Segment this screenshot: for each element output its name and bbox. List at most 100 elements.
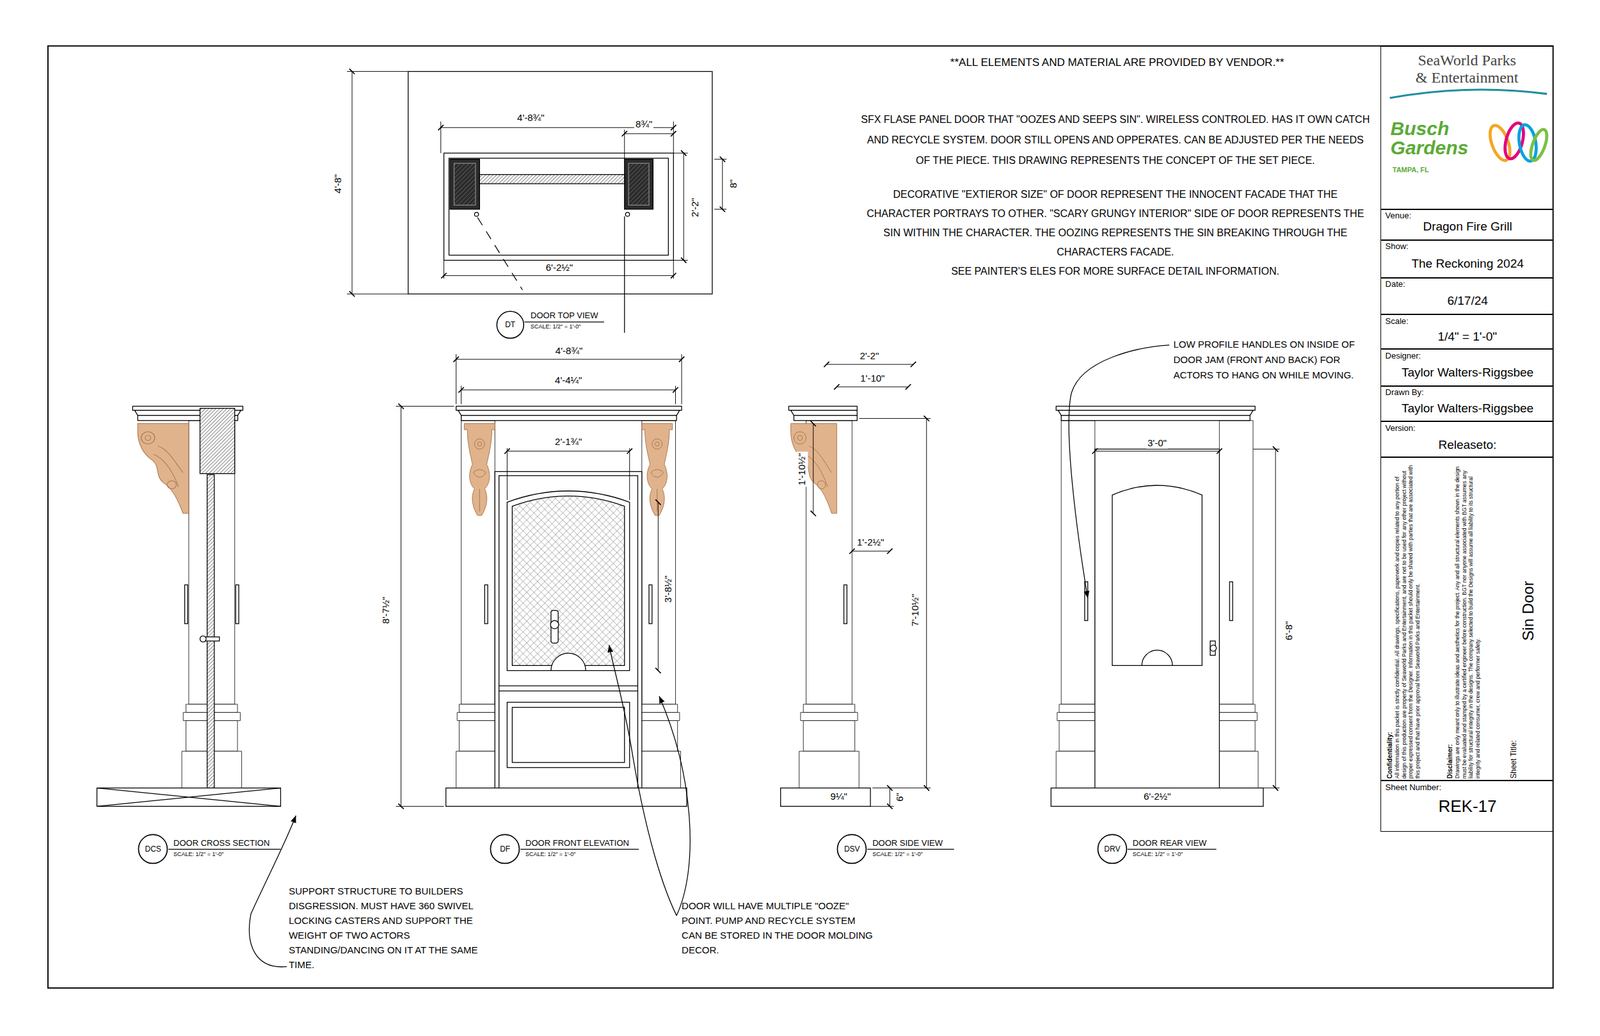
dimension-text: 4'-8¾"	[554, 344, 584, 357]
show-cell: Show:The Reckoning 2024	[1380, 240, 1553, 278]
dimension-text: 1'-2½"	[855, 536, 886, 548]
view-title: DOOR SIDE VIEW	[872, 837, 943, 848]
dimension-line	[624, 133, 674, 134]
door-side-view	[780, 787, 871, 807]
door-rear-view	[1210, 644, 1217, 651]
door-top-view	[449, 158, 669, 255]
dimension-text: 4'-4¼"	[553, 374, 584, 386]
field-label: Venue:	[1385, 210, 1412, 221]
door-side-view	[791, 423, 838, 514]
view-scale: SCALE: 1/2" = 1'-0"	[530, 323, 581, 331]
field-value: The Reckoning 2024	[1411, 256, 1524, 271]
dimension-line	[826, 364, 914, 365]
view-scale: SCALE: 1/2" = 1'-0"	[872, 850, 923, 858]
dimension-text: 1'-10"	[858, 372, 886, 384]
view-title: DOOR CROSS SECTION	[173, 837, 270, 848]
dimension-line	[836, 386, 909, 388]
view-circle-outline	[138, 834, 168, 864]
version-cell: Version:Releaseto:	[1380, 421, 1553, 457]
door-top-view	[624, 216, 625, 333]
field-value: 1/4" = 1'-0"	[1437, 328, 1497, 344]
door-front-elevation	[499, 475, 639, 788]
door-front-elevation	[512, 496, 624, 666]
view-tag: DT	[504, 320, 516, 329]
dimension-text: 8¾"	[634, 118, 654, 130]
dimension-line	[624, 129, 625, 159]
door-cross-section	[96, 405, 281, 806]
dimension-line	[346, 71, 1280, 807]
view-tag: DCS	[144, 844, 161, 854]
logo-text: Busch Gardens	[1390, 119, 1485, 158]
door-front-elevation	[506, 490, 630, 671]
dimension-line	[400, 405, 402, 806]
callout-note: SUPPORT STRUCTURE TO BUILDERS DISGRESSIO…	[288, 883, 485, 972]
field-value: Dragon Fire Grill	[1422, 218, 1512, 234]
door-cross-section	[184, 584, 189, 624]
view-circle: DT	[496, 310, 525, 340]
door-front-elevation	[446, 405, 687, 806]
door-cross-section	[200, 408, 235, 474]
field-label: Sheet Title:	[1509, 716, 1519, 779]
field-label: Scale:	[1385, 316, 1409, 327]
sheet-frame	[48, 46, 1554, 988]
dimension-line	[673, 152, 688, 260]
dimension-line	[346, 71, 409, 295]
dimension-text: 4'-8"	[332, 172, 344, 195]
general-note: **ALL ELEMENTS AND MATERIAL ARE PROVIDED…	[950, 56, 1285, 70]
door-front-elevation	[456, 405, 682, 410]
dimension-line	[1253, 448, 1280, 788]
dimension-text: 6'-8"	[1283, 619, 1295, 642]
dimension-line	[812, 423, 814, 514]
dimension-line	[721, 159, 723, 210]
door-top-view	[479, 174, 624, 184]
door-cross-section	[137, 423, 189, 514]
door-top-view	[625, 212, 630, 217]
view-title-underline	[168, 321, 1216, 849]
field-label: Version:	[1385, 423, 1416, 434]
sheet-frame	[48, 46, 1554, 988]
logo-mark	[1390, 89, 1551, 163]
field-label: Show:	[1385, 241, 1409, 252]
door-rear-view	[1056, 405, 1256, 410]
dimension-line	[461, 389, 676, 390]
field-value: Taylor Walters-Riggsbee	[1401, 364, 1534, 380]
callout-note: LOW PROFILE HANDLES ON INSIDE OF DOOR JA…	[1173, 336, 1376, 383]
general-note: DECORATIVE "EXTIEROR SIZE" OF DOOR REPRE…	[860, 184, 1371, 262]
rotated-text-column: Confidentiality:All information in this …	[1386, 462, 1421, 779]
general-note: SFX FLASE PANEL DOOR THAT "OOZES AND SEE…	[860, 109, 1371, 171]
dimension-text: 2'-2"	[689, 196, 701, 219]
rotated-text-column: Sheet Title:	[1509, 716, 1519, 779]
view-scale: SCALE: 1/2" = 1'-0"	[173, 850, 224, 858]
door-rear-view	[1050, 405, 1264, 806]
dimension-line	[461, 385, 676, 405]
dimension-line	[1274, 448, 1276, 788]
dimension-text: 3'-8½"	[663, 574, 675, 604]
door-front-elevation	[446, 787, 687, 807]
view-circle-outline	[496, 311, 524, 338]
field-value: REK-17	[1438, 796, 1497, 816]
view-circle: DF	[489, 833, 521, 864]
sheet-title: Sin Door	[1519, 581, 1538, 641]
date-cell: Date:6/17/24	[1380, 277, 1553, 315]
field-label: Designer:	[1385, 350, 1422, 361]
door-top-view	[474, 212, 479, 217]
view-scale: SCALE: 1/2" = 1'-0"	[525, 850, 576, 858]
door-front-elevation	[458, 410, 680, 416]
rotated-text-column: Disclaimer:Drawings are only meant only …	[1446, 462, 1481, 779]
view-circle-outline	[1097, 834, 1127, 864]
dimension-text: 8"	[727, 177, 740, 190]
door-side-view	[844, 584, 848, 624]
door-rear-view	[1057, 410, 1254, 416]
notice-text: All information in this packet is strict…	[1393, 462, 1421, 779]
door-rear-view	[1112, 485, 1202, 665]
door-cross-section	[235, 584, 239, 624]
door-rear-view	[1061, 415, 1250, 421]
door-rear-view	[1095, 448, 1220, 788]
door-front-elevation	[641, 423, 673, 516]
field-label: Sheet Number:	[1385, 782, 1442, 793]
dimension-line	[456, 353, 682, 404]
logo-text: SeaWorld Parks & Entertainment	[1383, 51, 1552, 87]
view-tag: DSV	[844, 844, 861, 854]
door-rear-view	[1141, 649, 1173, 665]
